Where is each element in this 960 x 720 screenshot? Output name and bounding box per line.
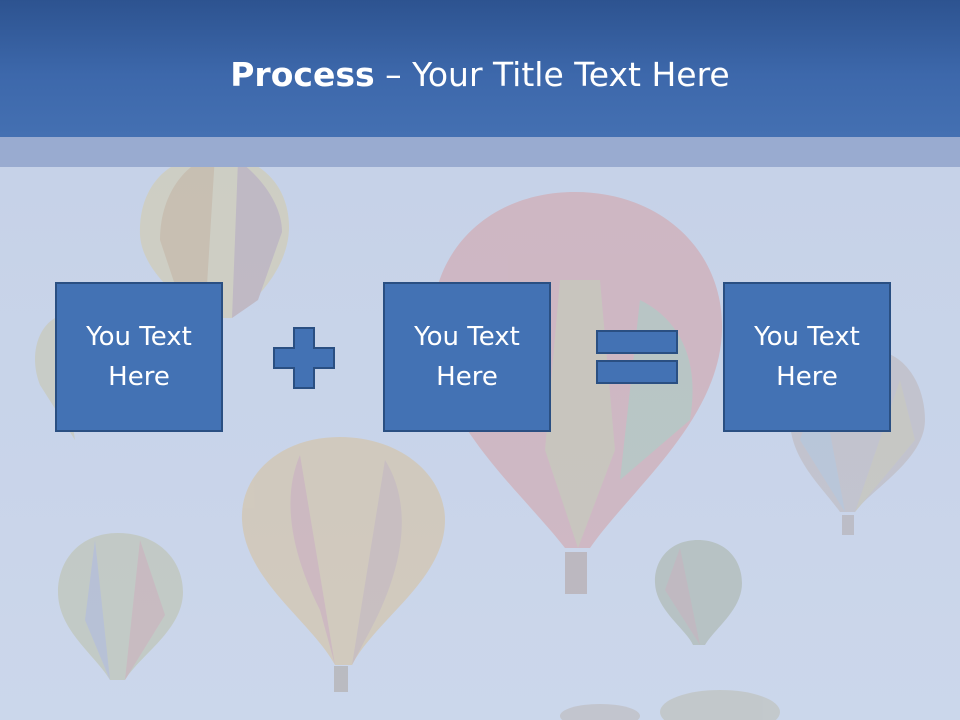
process-box-2-label: You Text Here	[414, 322, 520, 392]
title-underline-band	[0, 137, 960, 167]
slide-title[interactable]: Process – Your Title Text Here	[0, 52, 960, 98]
title-bold-part: Process	[230, 55, 375, 94]
process-box-1-label: You Text Here	[86, 322, 192, 392]
process-box-3[interactable]: You Text Here	[723, 282, 891, 432]
equals-icon[interactable]	[596, 330, 678, 384]
title-bar	[0, 0, 960, 137]
title-dash: –	[374, 55, 413, 94]
title-text: Your Title Text Here	[412, 55, 730, 94]
process-box-3-label: You Text Here	[754, 322, 860, 392]
process-box-1[interactable]: You Text Here	[55, 282, 223, 432]
plus-icon[interactable]	[272, 326, 336, 390]
process-box-2[interactable]: You Text Here	[383, 282, 551, 432]
